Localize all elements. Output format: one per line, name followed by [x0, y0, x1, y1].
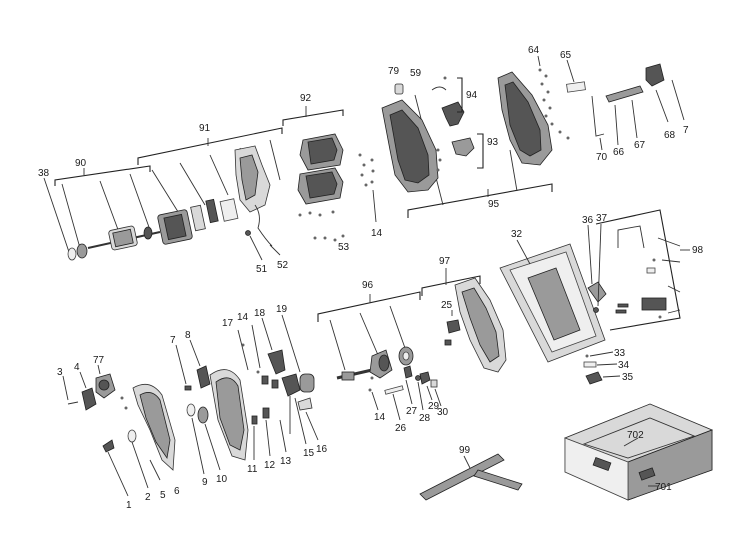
spindle-group — [317, 291, 442, 421]
label-90: 90 — [75, 158, 87, 169]
label-79: 79 — [388, 66, 400, 77]
label-53: 53 — [338, 242, 350, 253]
label-77: 77 — [93, 355, 105, 366]
label-35: 35 — [622, 372, 634, 383]
label-37: 37 — [596, 213, 608, 224]
label-17: 17 — [222, 318, 234, 329]
label-30: 30 — [437, 407, 449, 418]
screws-64 — [538, 68, 570, 140]
label-59: 59 — [410, 68, 422, 79]
label-51: 51 — [256, 264, 268, 275]
fan-housing — [297, 133, 344, 205]
label-98: 98 — [692, 245, 704, 256]
label-25: 25 — [441, 300, 453, 311]
label-66: 66 — [613, 147, 625, 158]
motor-group — [43, 106, 377, 261]
gear-housing-group — [421, 268, 507, 373]
label-91: 91 — [199, 123, 211, 134]
rip-fence-99 — [419, 453, 523, 501]
label-9: 9 — [202, 477, 208, 488]
label-92: 92 — [300, 93, 312, 104]
label-36: 36 — [582, 215, 594, 226]
label-95: 95 — [488, 199, 500, 210]
label-12: 12 — [264, 460, 276, 471]
label-67: 67 — [634, 140, 646, 151]
washer-38 — [67, 247, 77, 261]
screws-53 — [298, 153, 368, 242]
carrying-case — [563, 403, 714, 501]
label-6: 6 — [174, 486, 180, 497]
label-15: 15 — [303, 448, 315, 459]
label-7-left: 7 — [170, 335, 176, 346]
label-38: 38 — [38, 168, 50, 179]
label-29: 29 — [428, 401, 440, 412]
accessory-group-98 — [595, 209, 690, 331]
callout-labels: 38 90 91 92 51 52 53 14 79 59 94 93 95 6… — [38, 45, 704, 511]
label-702: 702 — [627, 430, 644, 441]
base-plate-group — [499, 223, 621, 385]
label-16: 16 — [316, 444, 328, 455]
label-26: 26 — [395, 423, 407, 434]
bearing — [76, 243, 88, 259]
label-14-mid: 14 — [374, 412, 386, 423]
label-99: 99 — [459, 445, 471, 456]
label-2: 2 — [145, 492, 151, 503]
label-18: 18 — [254, 308, 266, 319]
blade-guard-group — [62, 314, 319, 497]
label-10: 10 — [216, 474, 228, 485]
label-3: 3 — [57, 367, 63, 378]
label-28: 28 — [419, 413, 431, 424]
label-94: 94 — [466, 90, 478, 101]
label-68: 68 — [664, 130, 676, 141]
label-1: 1 — [126, 500, 132, 511]
label-14-top: 14 — [371, 228, 383, 239]
stator — [157, 209, 193, 245]
label-14-low: 14 — [237, 312, 249, 323]
label-5: 5 — [160, 490, 166, 501]
label-7-top: 7 — [683, 125, 689, 136]
label-93: 93 — [487, 137, 499, 148]
label-64: 64 — [528, 45, 540, 56]
label-13: 13 — [280, 456, 292, 467]
label-34: 34 — [618, 360, 630, 371]
label-11: 11 — [247, 464, 258, 475]
label-27: 27 — [406, 406, 418, 417]
label-65: 65 — [560, 50, 572, 61]
label-97: 97 — [439, 256, 451, 267]
label-32: 32 — [511, 229, 523, 240]
armature — [87, 225, 161, 251]
label-52: 52 — [277, 260, 289, 271]
label-70: 70 — [596, 152, 608, 163]
label-4: 4 — [74, 362, 80, 373]
label-33: 33 — [614, 348, 626, 359]
label-701: 701 — [655, 482, 672, 493]
handle-group — [381, 55, 685, 218]
label-19: 19 — [276, 304, 288, 315]
label-96: 96 — [362, 280, 374, 291]
label-8: 8 — [185, 330, 191, 341]
